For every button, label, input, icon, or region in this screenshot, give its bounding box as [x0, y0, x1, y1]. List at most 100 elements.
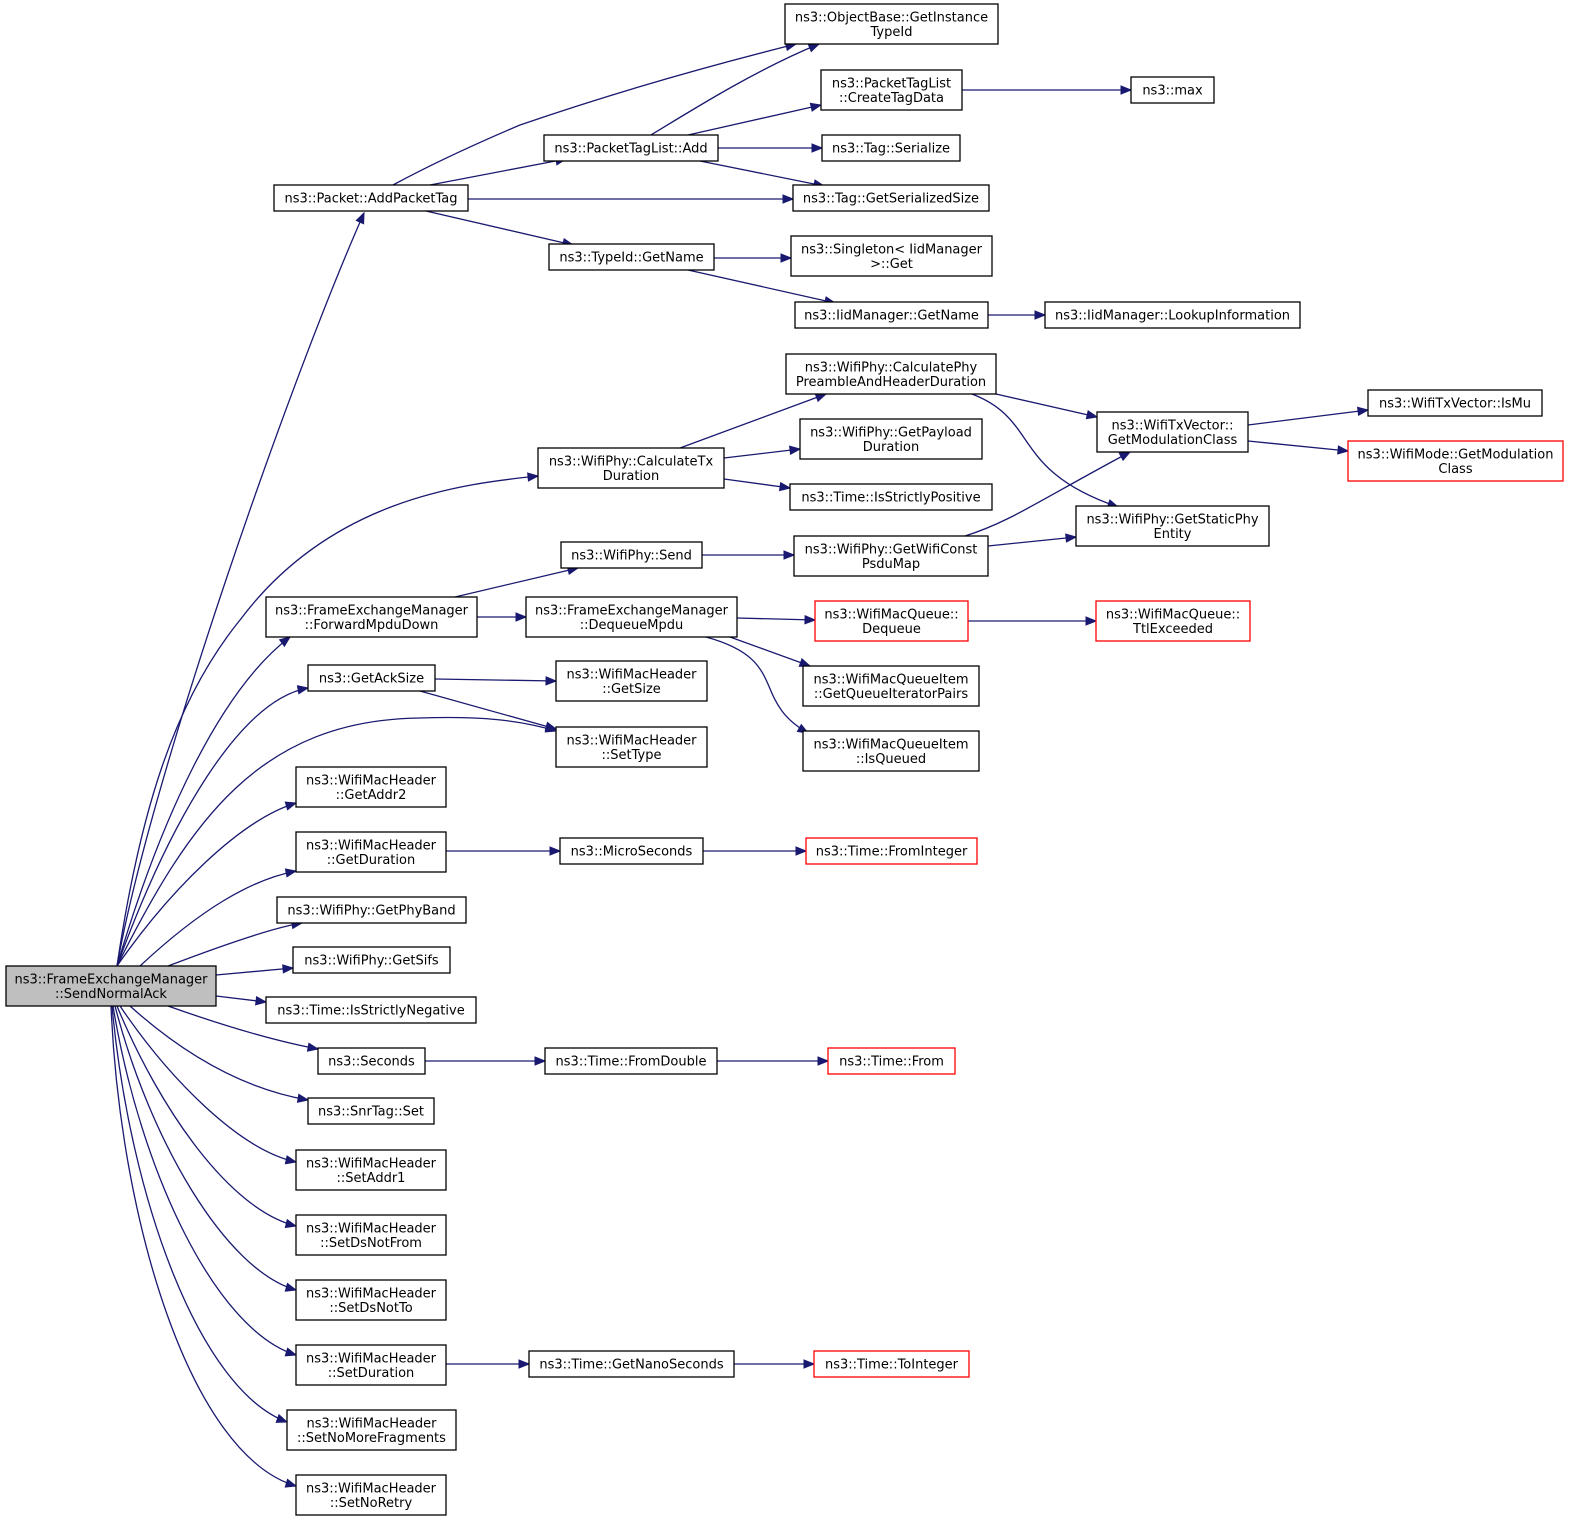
node-label: ns3::FrameExchangeManager — [14, 972, 208, 987]
node-is-strictly-positive[interactable]: ns3::Time::IsStrictlyPositive — [789, 483, 993, 511]
node-label: ns3::WifiPhy::GetWifiConst — [805, 542, 978, 557]
node-header-set-type[interactable]: ns3::WifiMacHeader::SetType — [555, 726, 708, 768]
arrowhead-icon — [803, 1359, 816, 1369]
node-label: ns3::PacketTagList::Add — [554, 142, 707, 157]
node-get-modulation-class-tx[interactable]: ns3::WifiTxVector::GetModulationClass — [1096, 411, 1249, 453]
arrowhead-icon — [284, 1282, 298, 1292]
node-box — [307, 1097, 435, 1125]
node-tag-serialize[interactable]: ns3::Tag::Serialize — [821, 134, 961, 162]
node-lookup-information[interactable]: ns3::IidManager::LookupInformation — [1044, 301, 1301, 329]
node-label: TtlExceeded — [1132, 622, 1213, 637]
node-wifi-mode-get-modulation[interactable]: ns3::WifiMode::GetModulationClass — [1347, 440, 1564, 482]
node-get-duration[interactable]: ns3::WifiMacHeader::GetDuration — [295, 831, 447, 873]
node-label: Dequeue — [862, 622, 921, 637]
arrowhead-icon — [545, 676, 558, 686]
node-iid-get-name[interactable]: ns3::IidManager::GetName — [794, 301, 989, 329]
arrowhead-icon — [296, 685, 310, 695]
node-set-no-retry[interactable]: ns3::WifiMacHeader::SetNoRetry — [295, 1474, 447, 1516]
arrowhead-icon — [282, 964, 295, 974]
node-label: >::Get — [870, 257, 913, 272]
edge-line — [987, 536, 1077, 547]
node-set-addr1[interactable]: ns3::WifiMacHeader::SetAddr1 — [295, 1149, 447, 1191]
node-get-sifs[interactable]: ns3::WifiPhy::GetSifs — [292, 946, 451, 974]
node-label: ns3::Singleton< IidManager — [801, 242, 983, 257]
edge-calc-tx-duration-to-calc-preamble — [679, 393, 828, 449]
node-box — [295, 1279, 447, 1321]
arrowhead-icon — [817, 1056, 830, 1066]
node-singleton-get[interactable]: ns3::Singleton< IidManager>::Get — [790, 235, 993, 277]
node-set-duration[interactable]: ns3::WifiMacHeader::SetDuration — [295, 1344, 447, 1386]
arrowhead-icon — [1356, 406, 1370, 417]
edge-line — [699, 160, 825, 187]
node-get-ack-size[interactable]: ns3::GetAckSize — [307, 664, 436, 692]
node-is-mu[interactable]: ns3::WifiTxVector::IsMu — [1367, 389, 1543, 417]
node-set-no-more-fragments[interactable]: ns3::WifiMacHeader::SetNoMoreFragments — [286, 1409, 457, 1451]
node-add-packet-tag[interactable]: ns3::Packet::AddPacketTag — [273, 184, 469, 212]
node-box — [544, 1047, 718, 1075]
node-wifi-phy-send[interactable]: ns3::WifiPhy::Send — [560, 541, 703, 569]
node-from-integer[interactable]: ns3::Time::FromInteger — [805, 837, 978, 865]
node-box — [785, 353, 997, 395]
node-create-tag-data[interactable]: ns3::PacketTagList::CreateTagData — [820, 69, 963, 111]
node-box — [292, 946, 451, 974]
node-max[interactable]: ns3::max — [1130, 76, 1215, 104]
node-seconds[interactable]: ns3::Seconds — [317, 1047, 426, 1075]
edge-packet-tag-list-add-to-tag-get-serialized-size — [699, 160, 826, 189]
node-label: ns3::max — [1142, 84, 1203, 99]
node-queue-dequeue[interactable]: ns3::WifiMacQueue::Dequeue — [814, 600, 969, 642]
edge-forward-mpdu-down-to-dequeue-mpdu — [477, 612, 528, 622]
node-set-ds-not-to[interactable]: ns3::WifiMacHeader::SetDsNotTo — [295, 1279, 447, 1321]
edge-get-duration-to-micro-seconds — [446, 846, 562, 856]
arrowhead-icon — [278, 636, 292, 648]
node-label: ns3::WifiMacHeader — [306, 1481, 437, 1496]
node-forward-mpdu-down[interactable]: ns3::FrameExchangeManager::ForwardMpduDo… — [265, 596, 478, 638]
node-tag-get-serialized-size[interactable]: ns3::Tag::GetSerializedSize — [792, 184, 990, 212]
edge-root-to-get-addr2 — [116, 801, 298, 967]
node-from-double[interactable]: ns3::Time::FromDouble — [544, 1047, 718, 1075]
edge-dequeue-mpdu-to-is-queued — [705, 636, 810, 734]
node-label: ::SetDsNotTo — [329, 1301, 412, 1316]
node-is-strictly-negative[interactable]: ns3::Time::IsStrictlyNegative — [265, 996, 477, 1024]
node-get-phy-band[interactable]: ns3::WifiPhy::GetPhyBand — [276, 896, 467, 924]
node-label: ns3::WifiMacHeader — [566, 667, 697, 682]
node-label: ::SetNoMoreFragments — [297, 1431, 446, 1446]
node-label: ::GetQueueIteratorPairs — [814, 687, 968, 702]
node-micro-seconds[interactable]: ns3::MicroSeconds — [559, 837, 704, 865]
edge-root-to-set-duration — [112, 1005, 298, 1357]
arrowhead-icon — [1337, 445, 1350, 455]
edge-line — [964, 451, 1131, 537]
node-root[interactable]: ns3::FrameExchangeManager::SendNormalAck — [5, 965, 217, 1007]
edge-line — [116, 716, 557, 967]
edge-add-packet-tag-to-tag-get-serialized-size — [468, 194, 795, 204]
node-type-id-get-name[interactable]: ns3::TypeId::GetName — [548, 243, 715, 271]
node-time-from[interactable]: ns3::Time::From — [827, 1047, 956, 1075]
node-ttl-exceeded[interactable]: ns3::WifiMacQueue::TtlExceeded — [1095, 600, 1251, 642]
node-label: ns3::GetAckSize — [319, 672, 424, 687]
node-box — [295, 766, 447, 808]
arrowhead-icon — [284, 868, 298, 878]
node-get-nano-seconds[interactable]: ns3::Time::GetNanoSeconds — [528, 1350, 735, 1378]
node-label: ns3::WifiMacQueueItem — [813, 737, 968, 752]
node-get-addr2[interactable]: ns3::WifiMacHeader::GetAddr2 — [295, 766, 447, 808]
node-header-get-size[interactable]: ns3::WifiMacHeader::GetSize — [555, 660, 708, 702]
node-to-integer[interactable]: ns3::Time::ToInteger — [813, 1350, 970, 1378]
node-box — [784, 3, 999, 45]
node-calc-preamble[interactable]: ns3::WifiPhy::CalculatePhyPreambleAndHea… — [785, 353, 997, 395]
node-snr-tag-set[interactable]: ns3::SnrTag::Set — [307, 1097, 435, 1125]
node-get-queue-iterator-pairs[interactable]: ns3::WifiMacQueueItem::GetQueueIteratorP… — [802, 665, 980, 707]
node-label: ns3::Time::FromDouble — [556, 1055, 707, 1070]
edge-line — [454, 567, 579, 598]
node-packet-tag-list-add[interactable]: ns3::PacketTagList::Add — [543, 134, 719, 162]
node-set-ds-not-from[interactable]: ns3::WifiMacHeader::SetDsNotFrom — [295, 1214, 447, 1256]
node-label: ns3::WifiPhy::GetPhyBand — [287, 904, 455, 919]
node-label: ::DequeueMpdu — [580, 618, 683, 633]
node-label: ::SetDsNotFrom — [320, 1236, 422, 1251]
node-label: PreambleAndHeaderDuration — [796, 375, 986, 390]
node-dequeue-mpdu[interactable]: ns3::FrameExchangeManager::DequeueMpdu — [525, 596, 738, 638]
node-is-queued[interactable]: ns3::WifiMacQueueItem::IsQueued — [802, 730, 980, 772]
